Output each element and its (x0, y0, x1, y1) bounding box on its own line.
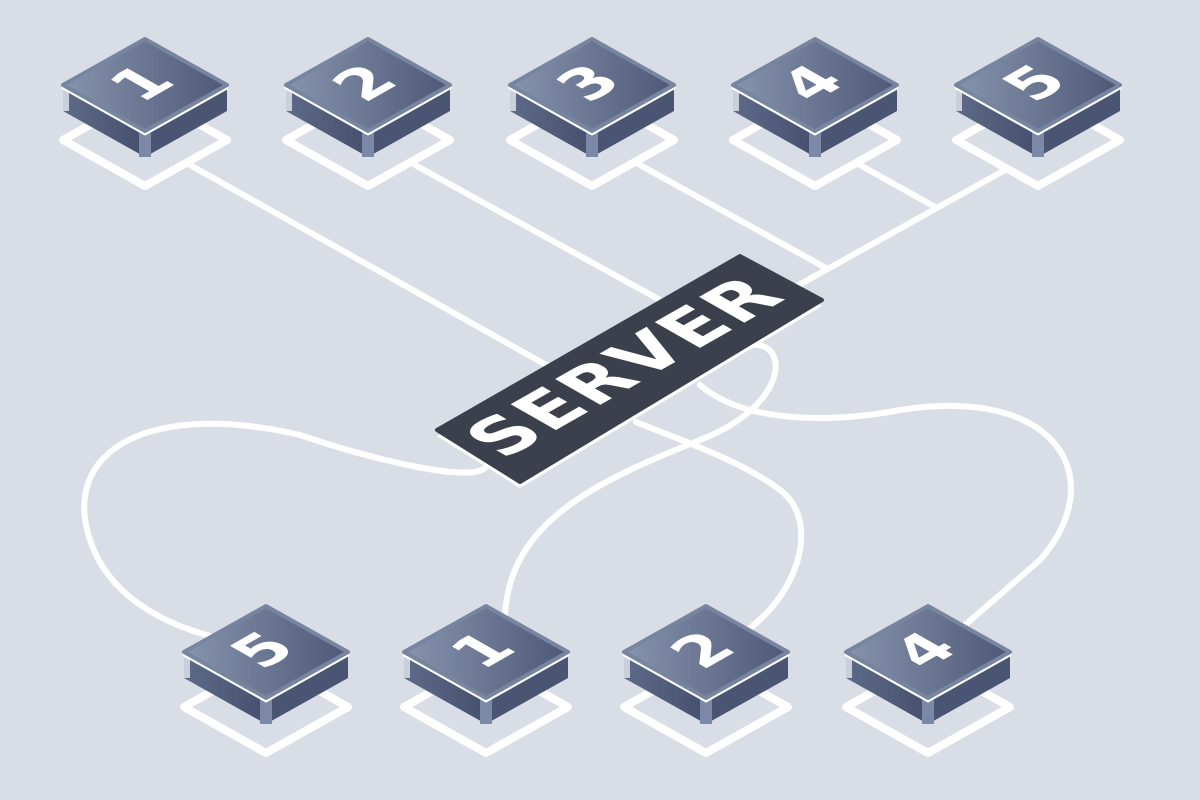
top-node-3: 3 (506, 37, 678, 190)
node-corner-highlight (700, 698, 712, 724)
node-edge-highlight (733, 85, 739, 111)
top-node-1: 1 (59, 37, 231, 190)
node-corner-highlight (480, 698, 492, 724)
node-top (61, 37, 229, 133)
node-corner-highlight (809, 131, 821, 157)
node-corner-highlight (362, 131, 374, 157)
node-edge-highlight (63, 85, 69, 111)
node-side-left (733, 85, 815, 157)
node-side-right (145, 85, 227, 157)
node-edge-highlight (510, 85, 516, 111)
node-corner-highlight (922, 698, 934, 724)
node-edge-highlight (846, 652, 852, 678)
bottom-node-2: 1 (400, 604, 572, 757)
node-edge-highlight (184, 652, 190, 678)
node-corner-highlight (1032, 131, 1044, 157)
wire-top-2 (412, 162, 663, 303)
node-side-left (624, 652, 706, 724)
node-side-right (706, 652, 788, 724)
wire-bottom-4 (697, 382, 1074, 628)
wire-top-1 (187, 162, 551, 369)
node-side-right (592, 85, 674, 157)
node-side-right (266, 652, 348, 724)
node-edge-highlight (286, 85, 292, 111)
node-top (731, 37, 899, 133)
node-corner-highlight (260, 698, 272, 724)
node-corner-highlight (586, 131, 598, 157)
wire-bottom-2 (633, 419, 805, 631)
top-node-5: 5 (952, 37, 1124, 190)
node-top (844, 604, 1012, 700)
bottom-node-3: 2 (620, 604, 792, 757)
node-side-right (928, 652, 1010, 724)
bottom-node-4: 4 (842, 604, 1014, 757)
node-edge-highlight (404, 652, 410, 678)
top-node-4: 4 (729, 37, 901, 190)
connection-wires (81, 162, 1074, 639)
node-side-right (1038, 85, 1120, 157)
node-side-left (404, 652, 486, 724)
wire-top-3 (637, 162, 829, 271)
node-corner-highlight (139, 131, 151, 157)
node-side-left (956, 85, 1038, 157)
node-top (954, 37, 1122, 133)
node-side-left (184, 652, 266, 724)
node-side-right (368, 85, 450, 157)
node-side-right (815, 85, 897, 157)
node-side-right (486, 652, 568, 724)
node-top (508, 37, 676, 133)
wire-top-5 (787, 167, 1008, 293)
server-plate: SERVER (435, 254, 824, 488)
node-top (622, 604, 790, 700)
node-side-left (63, 85, 145, 157)
node-edge-highlight (956, 85, 962, 111)
node-top (402, 604, 570, 700)
node-edge-highlight (624, 652, 630, 678)
top-node-2: 2 (282, 37, 454, 190)
wire-top-4 (857, 162, 938, 210)
bottom-node-1: 5 (180, 604, 352, 757)
wire-bottom-5 (81, 420, 488, 639)
node-side-left (846, 652, 928, 724)
node-side-left (286, 85, 368, 157)
node-top (284, 37, 452, 133)
server-label: SERVER (446, 265, 803, 468)
node-top (182, 604, 350, 700)
node-side-left (510, 85, 592, 157)
